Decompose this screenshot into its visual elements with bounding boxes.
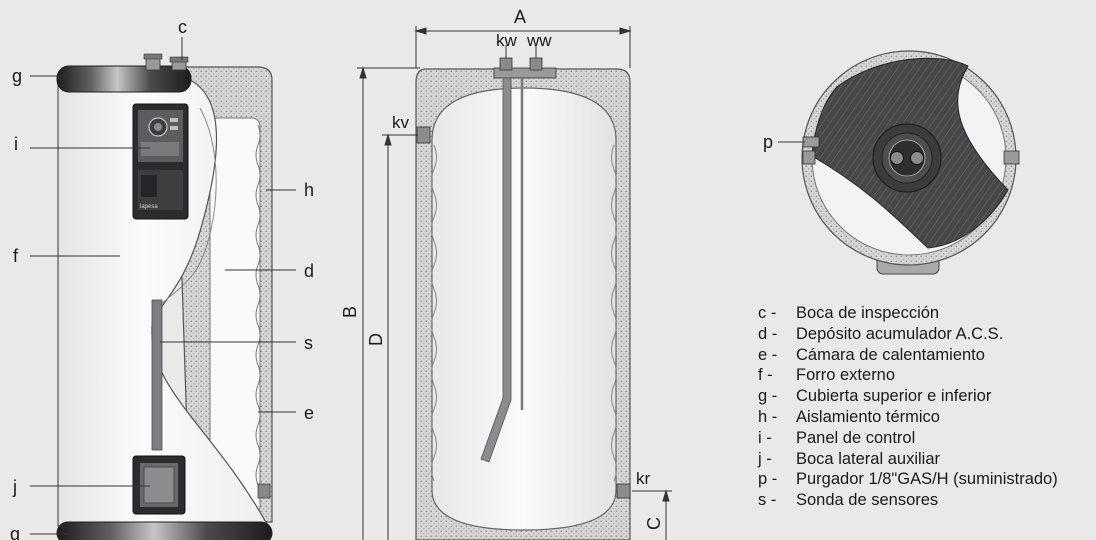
top-view-callouts: p [763,132,805,152]
section-tank [431,87,617,531]
label-kr: kr [636,469,651,488]
legend-text: Panel de control [796,428,916,447]
bottom-cap [56,521,273,540]
cutaway-view: lapesa [56,53,273,540]
legend-key: s - [758,491,777,510]
label-i: i [14,134,18,154]
label-f: f [13,246,19,266]
legend: c - Boca de inspección d - Depósito acumul… [758,303,1058,511]
label-c: c [178,17,187,37]
legend-key: f - [758,366,773,385]
legend-text: Forro externo [796,366,896,385]
legend-key: h - [758,407,778,426]
fitting-left [890,151,904,165]
legend-text: Purgador 1/8"GAS/H (suministrado) [796,470,1058,489]
label-e: e [304,403,314,423]
legend-item: s - Sonda de sensores [758,490,1058,511]
section-view [415,57,631,540]
top-cap [56,65,192,93]
label-g-top: g [12,66,22,86]
legend-text: Cubierta superior e inferior [796,387,992,406]
top-view [801,50,1020,275]
label-A: A [514,7,526,27]
top-fitting-1 [145,57,161,71]
top-flange [493,67,557,79]
label-p: p [763,132,773,152]
legend-key: d - [758,324,778,343]
label-B: B [340,306,360,318]
label-kv: kv [392,113,410,132]
legend-text: Boca de inspección [796,304,940,322]
label-s: s [304,333,313,353]
legend-item: c - Boca de inspección [758,303,1058,324]
legend-item: j - Boca lateral auxiliar [758,449,1058,470]
label-h: h [304,180,314,200]
legend-key: j - [758,449,772,468]
legend-text: Sonda de sensores [796,491,939,510]
auxiliary-port [132,455,186,515]
legend-text: Aislamiento térmico [796,407,940,426]
side-fitting-right [1003,150,1020,165]
kr-fitting [616,483,631,499]
label-C: C [644,517,664,530]
kv-fitting [416,126,431,144]
legend-item: d - Depósito acumulador A.C.S. [758,324,1058,345]
side-fitting-left [802,150,816,165]
legend-text: Boca lateral auxiliar [796,449,940,468]
legend-text: Cámara de calentamiento [796,345,985,364]
dimensions [357,26,672,540]
label-j: j [12,477,17,497]
label-D: D [366,333,386,346]
legend-item: h - Aislamiento térmico [758,407,1058,428]
sensor-probe [151,299,163,451]
left-callouts: c g i f j g h d s e [10,17,314,540]
section-callouts: A kw ww kv B D kr C [340,7,664,530]
legend-key: p - [758,470,778,489]
legend-item: f - Forro externo [758,365,1058,386]
legend-key: g - [758,387,778,406]
fitting-right [910,151,924,165]
legend-key: c - [758,304,777,322]
label-ww: ww [526,31,552,50]
brand-logo: lapesa [140,204,158,210]
legend-key: i - [758,428,772,447]
legend-item: p - Purgador 1/8"GAS/H (suministrado) [758,469,1058,490]
legend-key: e - [758,345,778,364]
label-g-bottom: g [10,524,20,540]
legend-item: g - Cubierta superior e inferior [758,386,1058,407]
legend-item: i - Panel de control [758,428,1058,449]
label-kw: kw [496,31,518,50]
control-panel: lapesa [132,103,189,220]
label-d: d [304,261,314,281]
purge-valve [802,136,820,148]
legend-text: Depósito acumulador A.C.S. [796,324,1004,343]
chamber-fitting [257,483,271,499]
legend-item: e - Cámara de calentamiento [758,345,1058,366]
cold-water-tube [480,77,512,463]
